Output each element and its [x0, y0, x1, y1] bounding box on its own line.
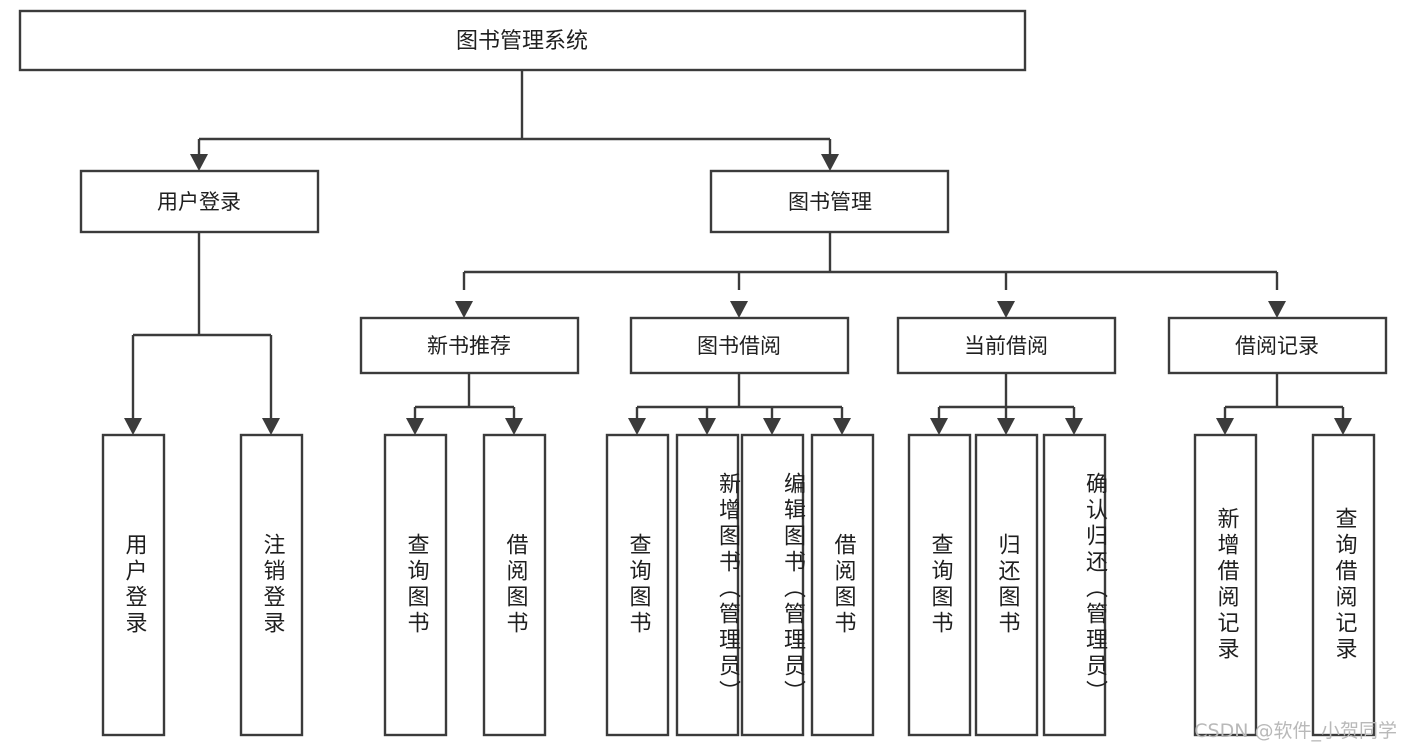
- arrow-icon: [698, 418, 716, 435]
- node-root[interactable]: 图书管理系统: [18, 9, 1027, 72]
- node-borrow-record[interactable]: 借阅记录: [1167, 316, 1388, 375]
- node-user-login[interactable]: 用户登录: [79, 169, 320, 234]
- watermark-text: CSDN @软件_小贺同学: [1194, 720, 1397, 742]
- node-user-login-label: 用户登录: [157, 190, 241, 214]
- node-borrow-record-label: 借阅记录: [1235, 334, 1319, 358]
- arrow-icon: [190, 154, 208, 171]
- arrow-icon: [833, 418, 851, 435]
- arrow-icon: [1065, 418, 1083, 435]
- arrow-icon: [1268, 301, 1286, 318]
- connector-group-current-borrow: [930, 373, 1083, 435]
- node-book-borrow-label: 图书借阅: [697, 334, 781, 358]
- arrow-icon: [1334, 418, 1352, 435]
- arrow-icon: [505, 418, 523, 435]
- node-book-management[interactable]: 图书管理: [709, 169, 950, 234]
- node-leaf-query-book-2[interactable]: [605, 433, 670, 737]
- node-leaf-add-book[interactable]: [675, 433, 740, 737]
- node-leaf-logout-login[interactable]: [239, 433, 304, 737]
- node-leaf-user-login[interactable]: [101, 433, 166, 737]
- node-new-book-recommend[interactable]: 新书推荐: [359, 316, 580, 375]
- node-leaf-query-record[interactable]: [1311, 433, 1376, 737]
- arrow-icon: [730, 301, 748, 318]
- arrow-icon: [821, 154, 839, 171]
- node-current-borrow-label: 当前借阅: [964, 334, 1048, 358]
- connector-group-user-login: [124, 232, 280, 435]
- node-book-management-label: 图书管理: [788, 190, 872, 214]
- arrow-icon: [262, 418, 280, 435]
- connector-group-new-book-recommend: [406, 373, 523, 435]
- node-book-borrow[interactable]: 图书借阅: [629, 316, 850, 375]
- node-leaf-confirm-return[interactable]: [1042, 433, 1107, 737]
- node-root-label: 图书管理系统: [456, 29, 588, 54]
- arrow-icon: [930, 418, 948, 435]
- connector-group-borrow-record: [1216, 373, 1352, 435]
- node-leaf-borrow-book-1[interactable]: [482, 433, 547, 737]
- arrow-icon: [628, 418, 646, 435]
- connector-group-root: [190, 70, 839, 171]
- arrow-icon: [997, 418, 1015, 435]
- node-leaf-edit-book[interactable]: [740, 433, 805, 737]
- arrow-icon: [406, 418, 424, 435]
- arrow-icon: [763, 418, 781, 435]
- node-new-book-recommend-label: 新书推荐: [427, 334, 511, 358]
- node-current-borrow[interactable]: 当前借阅: [896, 316, 1117, 375]
- arrow-icon: [1216, 418, 1234, 435]
- arrow-icon: [455, 301, 473, 318]
- arrow-icon: [124, 418, 142, 435]
- node-leaf-query-book-3[interactable]: [907, 433, 972, 737]
- arrow-icon: [997, 301, 1015, 318]
- node-leaf-borrow-book-2[interactable]: [810, 433, 875, 737]
- connector-group-book-borrow: [628, 373, 851, 435]
- node-leaf-return-book[interactable]: [974, 433, 1039, 737]
- connector-group-book-management: [455, 232, 1286, 318]
- node-leaf-add-record[interactable]: [1193, 433, 1258, 737]
- node-leaf-query-book-1[interactable]: [383, 433, 448, 737]
